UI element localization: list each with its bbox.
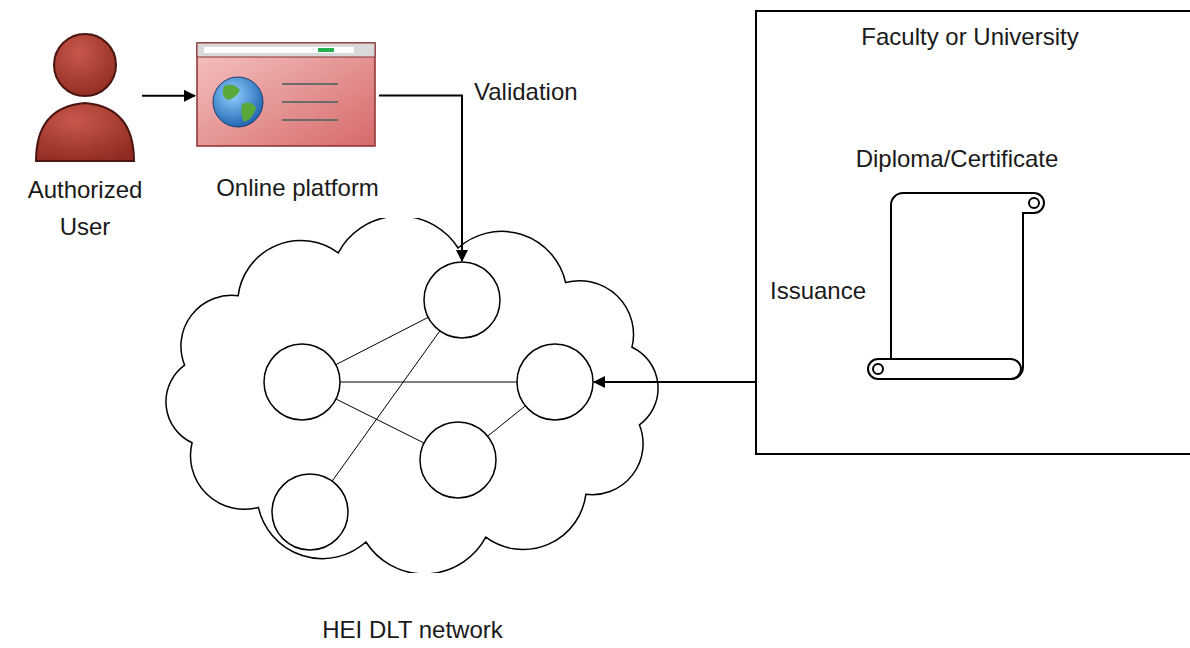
cloud-outline [166,218,658,573]
scroll-sheet [868,193,1044,379]
scroll-icon [866,191,1048,383]
globe-land [223,85,256,122]
scroll-curl [873,364,883,374]
node-label: Authorized User [20,171,150,245]
person-head [54,34,116,96]
cloud-illustration [150,218,675,573]
globe [213,77,263,127]
arrow-connector [594,381,755,383]
ledger-node [272,474,348,550]
node-label: HEI DLT network [150,611,675,648]
edge-label: Validation [472,77,580,107]
text-line [282,83,338,85]
text-line [282,101,338,103]
scroll-curl [1029,198,1039,208]
dlt-network-cloud: HEI DLT network [150,218,675,648]
browser-icon [196,42,378,149]
text-line [282,119,338,121]
browser-bar [197,43,375,57]
diploma-scroll: Diploma/Certificate [842,140,1072,383]
ledger-node [424,262,500,338]
person-body [36,103,134,161]
ledger-node [517,344,593,420]
node-label: Faculty or University [757,18,1190,55]
node-label: Online platform [190,169,405,206]
institution-box: Faculty or UniversityIssuance Diploma/Cer… [755,10,1190,455]
user-icon: Authorized User [20,18,150,245]
node-label: Diploma/Certificate [842,140,1072,177]
scroll-roll [878,358,1011,360]
platform-icon: Online platform [190,42,405,206]
progress-bar [318,48,334,52]
arrow-connector [142,95,195,97]
browser-window [197,43,375,146]
ledger-node [420,422,496,498]
scroll-roll [1011,359,1021,379]
address-bar [204,47,354,53]
ledger-node [264,344,340,420]
person-icon [30,23,140,163]
node-note: Issuance [770,272,866,309]
